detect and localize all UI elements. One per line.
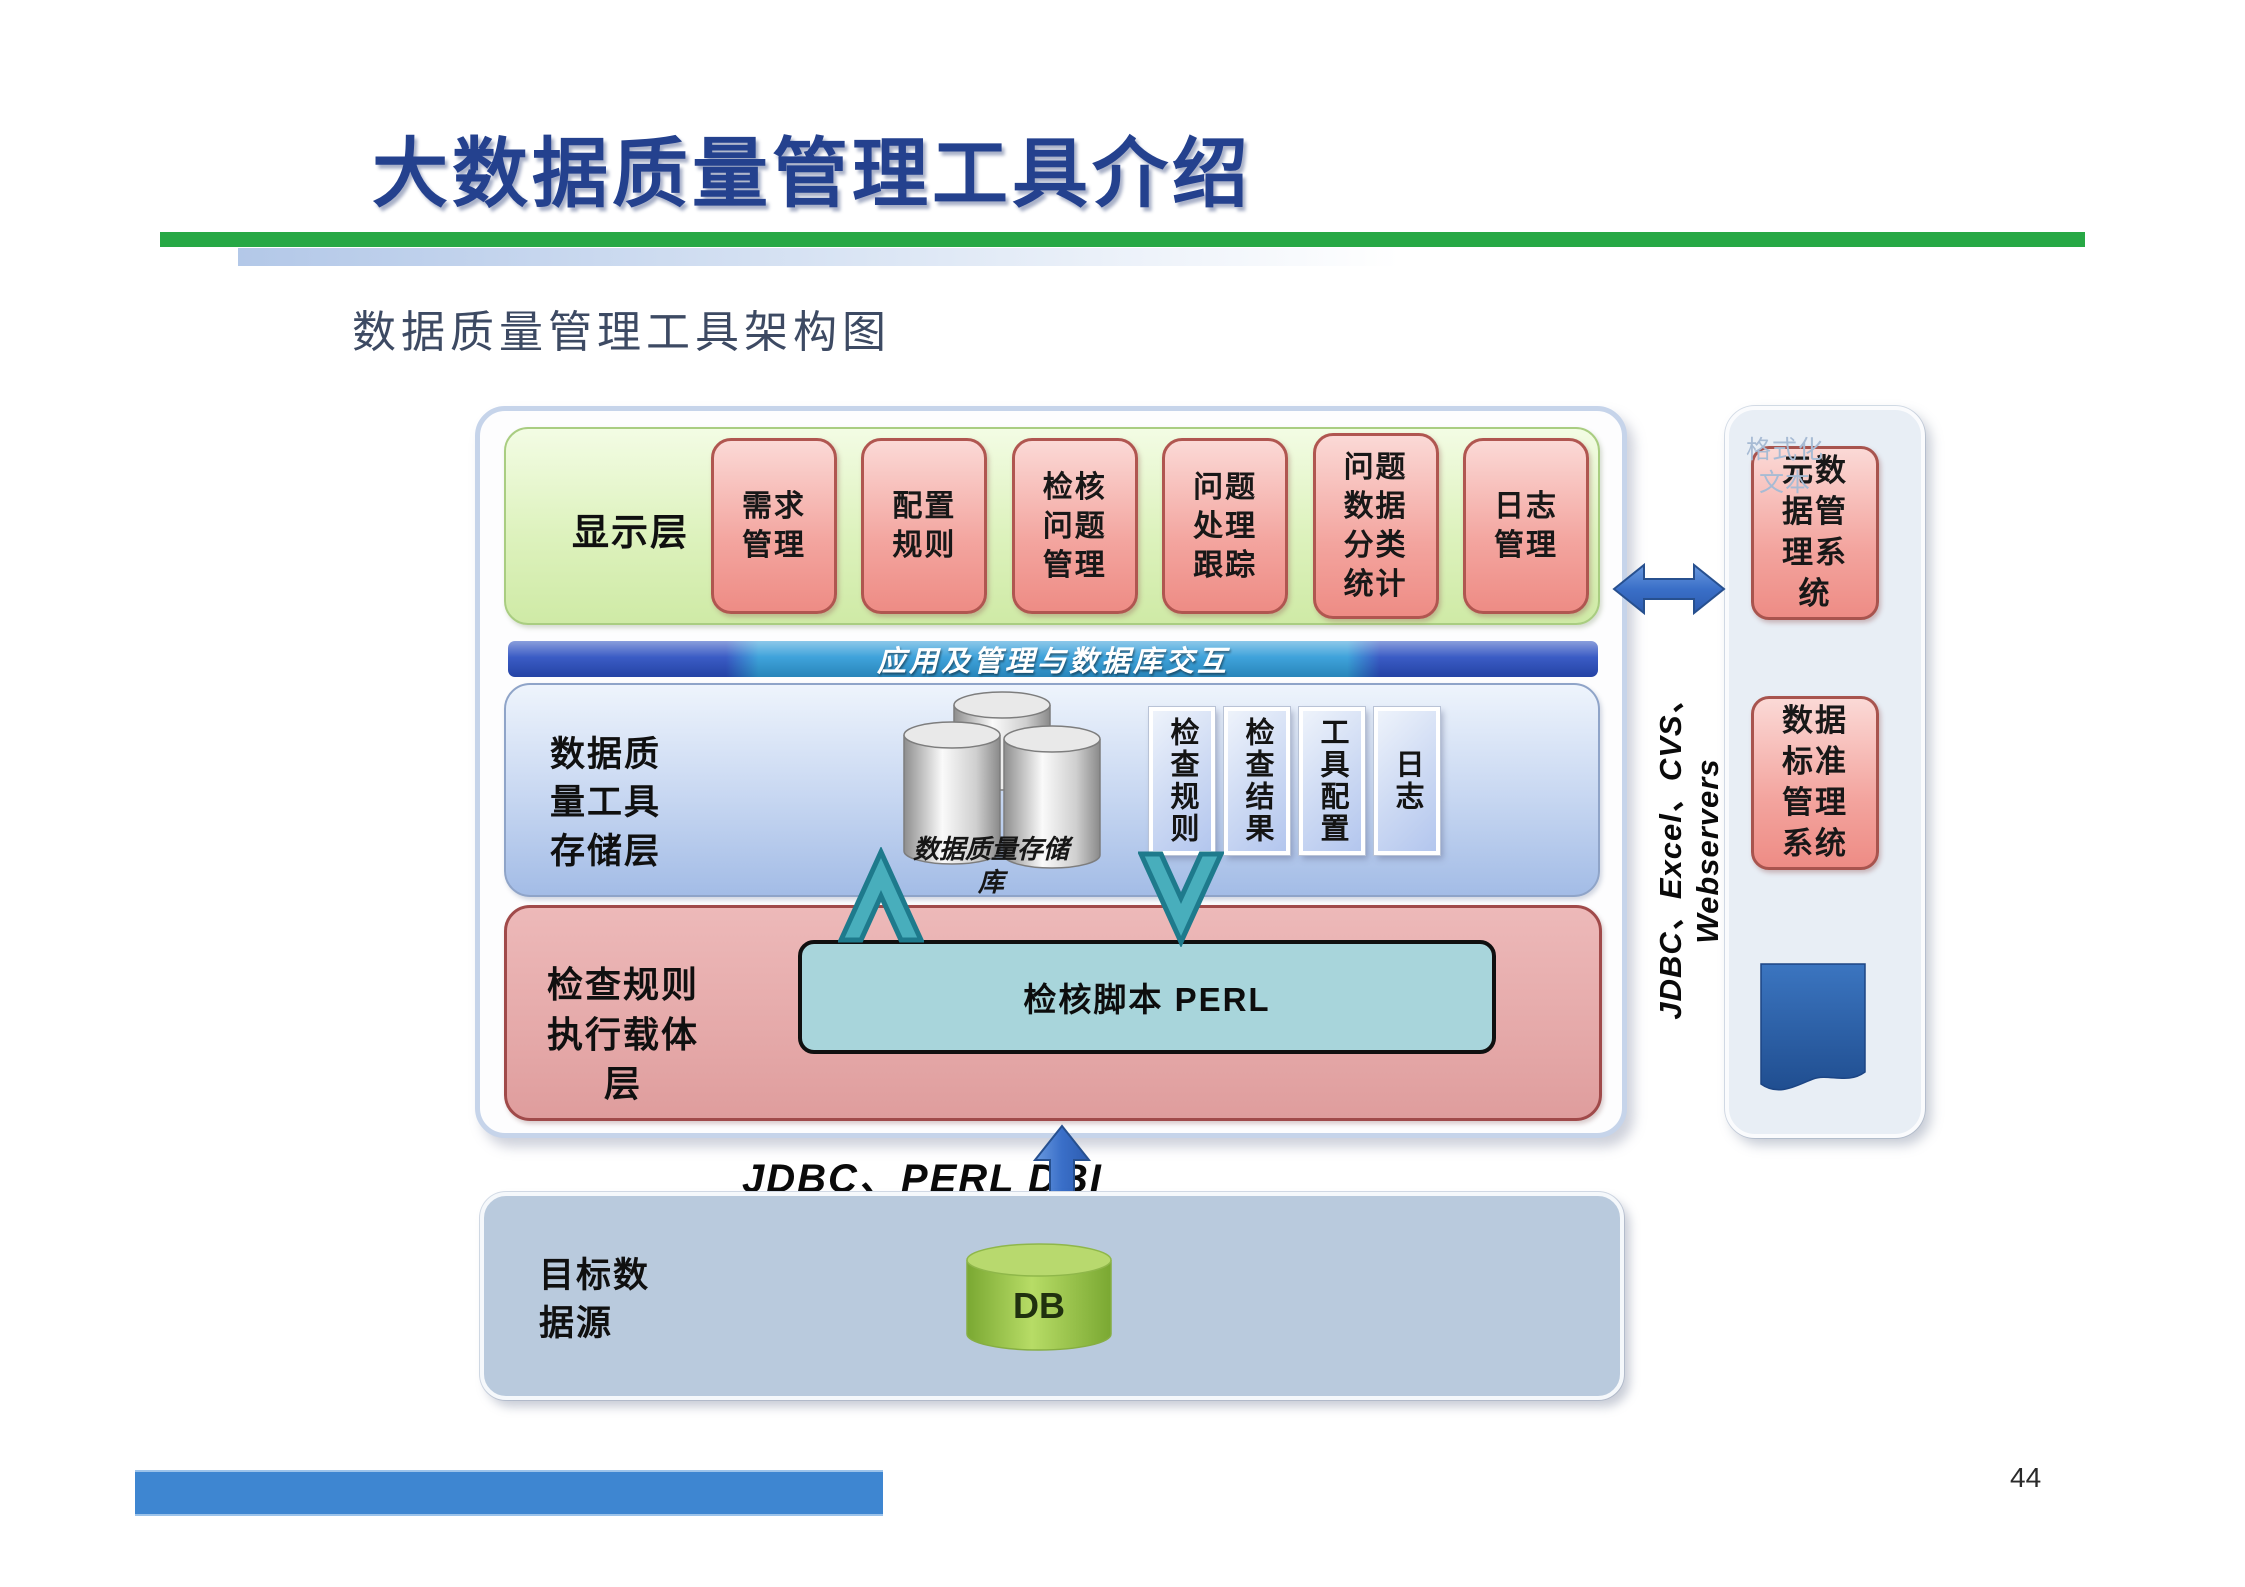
database-cylinders-icon (903, 691, 1101, 869)
chevron-up-icon (838, 847, 924, 943)
header-green-rule (160, 232, 2085, 247)
store-check-rules: 检查规则 (1148, 706, 1216, 856)
module-log-mgmt: 日志管理 (1462, 438, 1589, 614)
chevron-down-icon (1138, 851, 1224, 947)
display-layer: 显示层 需求管理 配置规则 检核问题管理 问题处理跟踪 问题数据分类统计 日志管… (504, 427, 1600, 625)
execution-layer-label: 检查规则执行载体层 (546, 964, 699, 1105)
module-requirement-mgmt: 需求管理 (711, 438, 837, 614)
store-tool-config: 工具配置 (1298, 706, 1366, 856)
diagram-subtitle: 数据质量管理工具架构图 (352, 308, 891, 357)
db-interaction-bar-label: 应用及管理与数据库交互 (876, 646, 1229, 678)
data-standard-mgmt-system-box: 数据标准管理系统 (1751, 696, 1879, 870)
horizontal-double-arrow-icon (1612, 562, 1726, 616)
db-label: DB (1013, 1285, 1065, 1326)
page-title: 大数据质量管理工具介绍 (372, 132, 1252, 217)
metadata-mgmt-system-box: 元数据管理系统 (1751, 446, 1879, 620)
execution-layer: 检查规则执行载体层 检核脚本 PERL (504, 905, 1602, 1121)
header-blue-rule (238, 248, 1448, 266)
architecture-container: 显示层 需求管理 配置规则 检核问题管理 问题处理跟踪 问题数据分类统计 日志管… (475, 406, 1627, 1138)
external-systems-panel: 元数据管理系统 数据标准管理系统 格式化文本 (1725, 406, 1925, 1138)
storage-layer-label: 数据质量工具存储层 (550, 735, 662, 871)
module-issue-classification-stats: 问题数据分类统计 (1312, 433, 1439, 619)
quality-repository-label: 数据质量存储库 (912, 834, 1069, 897)
display-layer-label: 显示层 (572, 512, 689, 553)
formatted-text-label: 格式化文本 (1745, 436, 1824, 497)
display-modules-row: 需求管理 配置规则 检核问题管理 问题处理跟踪 问题数据分类统计 日志管理 (711, 429, 1589, 623)
target-datasource-label: 目标数据源 (539, 1256, 651, 1344)
perl-script-box: 检核脚本 PERL (798, 940, 1496, 1054)
module-issue-tracking: 问题处理跟踪 (1162, 438, 1289, 614)
jdbc-excel-cvs-webservers-label: JDBC、Excel、CVS、Webservers (1653, 682, 1725, 1020)
page-number: 44 (2010, 1462, 2042, 1493)
store-boxes-row: 检查规则 检查结果 工具配置 日志 (1148, 706, 1441, 856)
target-datasource-layer: 目标数据源 DB (480, 1192, 1624, 1400)
store-check-results: 检查结果 (1223, 706, 1291, 856)
footer-accent-bar (135, 1470, 883, 1516)
store-log: 日志 (1373, 706, 1441, 856)
db-interaction-bar: 应用及管理与数据库交互 (508, 641, 1598, 678)
formatted-text-document-icon (1760, 963, 1866, 1091)
module-config-rules: 配置规则 (861, 438, 988, 614)
db-cylinder-icon: DB (966, 1243, 1112, 1351)
storage-layer: 数据质量工具存储层 数据质量存储库 (504, 683, 1600, 897)
module-check-issue-mgmt: 检核问题管理 (1011, 438, 1138, 614)
perl-script-label: 检核脚本 PERL (1023, 981, 1271, 1018)
